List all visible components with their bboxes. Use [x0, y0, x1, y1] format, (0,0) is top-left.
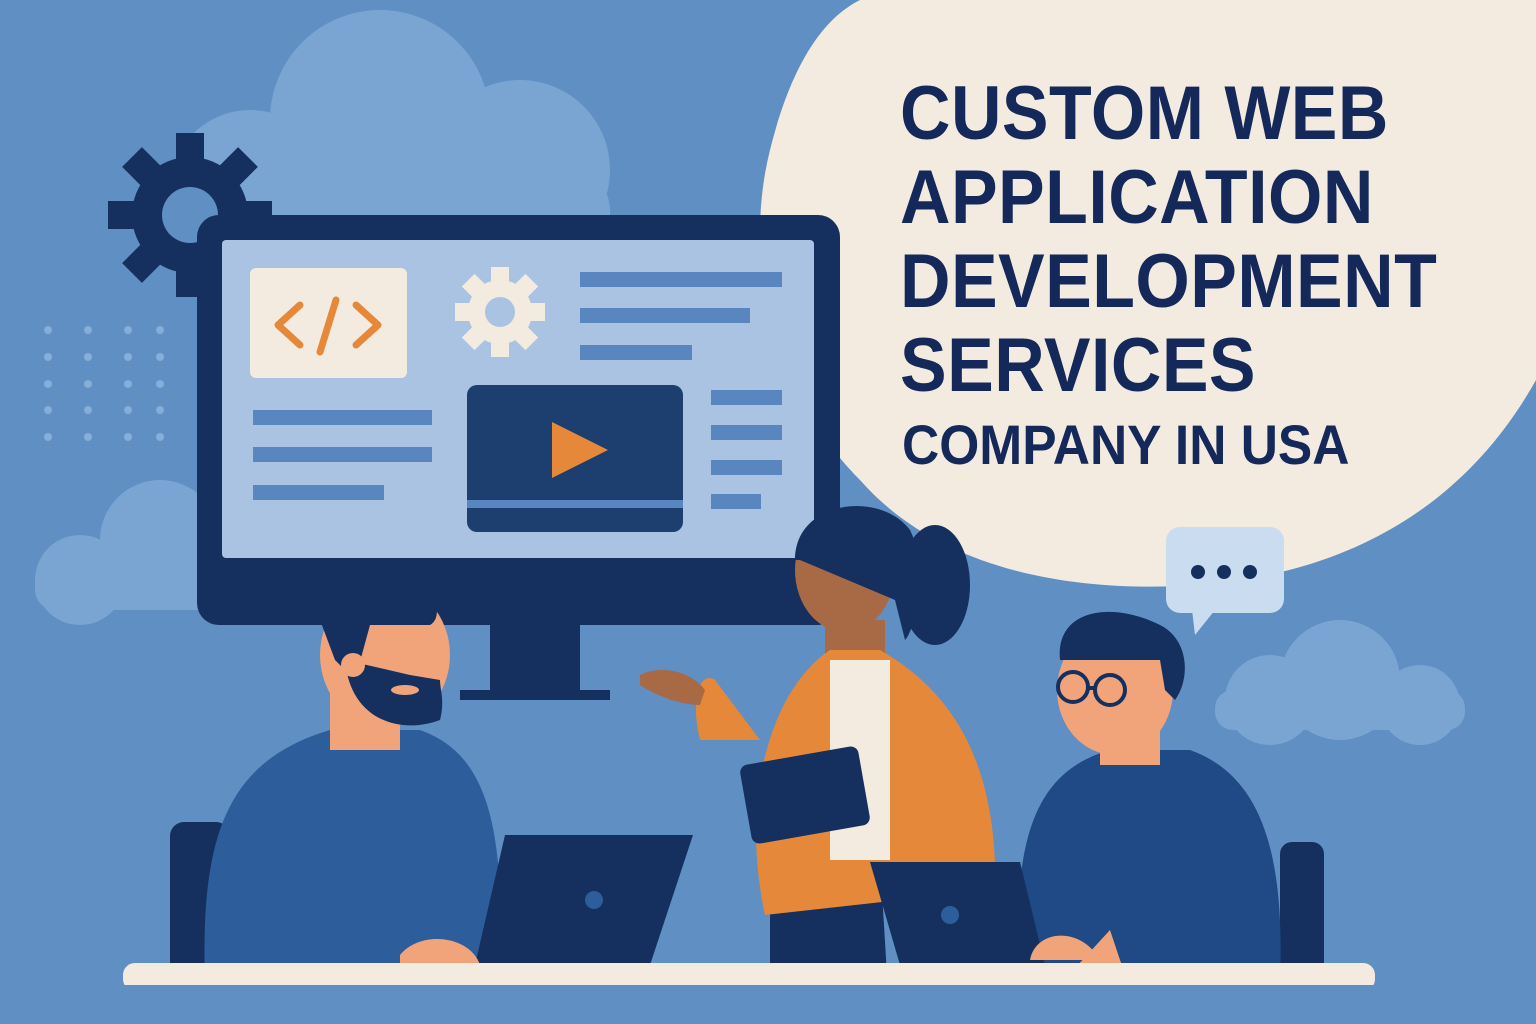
headline-line-1: CUSTOM WEB: [900, 71, 1389, 156]
person-woman-presenting: [640, 506, 996, 1024]
speech-bubble: [760, 0, 1536, 587]
screen-text-lines: [253, 272, 782, 509]
laptop-logo-icon: [585, 891, 603, 909]
headline-line-4: SERVICES: [900, 323, 1257, 408]
person-bearded-man: [204, 574, 501, 980]
headline-line-3: DEVELOPMENT: [900, 239, 1438, 324]
laptop-right: [870, 862, 1100, 965]
tablet: [740, 746, 870, 844]
cloud-right: [1215, 620, 1465, 745]
subheadline: COMPANY IN USA: [902, 413, 1350, 476]
table: [123, 963, 1375, 991]
laptop-left: [400, 835, 693, 965]
monitor: [197, 215, 840, 700]
dot-pattern: [44, 326, 164, 441]
headline: CUSTOM WEB APPLICATION DEVELOPMENT SERVI…: [900, 72, 1460, 408]
cloud-left: [35, 480, 235, 625]
code-brackets-icon: [274, 296, 382, 356]
person-man-with-glasses: [1018, 611, 1281, 990]
chat-ellipsis-icon: [1166, 527, 1284, 635]
headline-line-2: APPLICATION: [900, 155, 1374, 240]
play-icon: [552, 422, 608, 478]
glasses-icon: [1056, 670, 1127, 707]
chair-right: [1280, 842, 1324, 982]
settings-gear-icon: [455, 267, 545, 357]
laptop-logo-icon: [941, 906, 959, 924]
